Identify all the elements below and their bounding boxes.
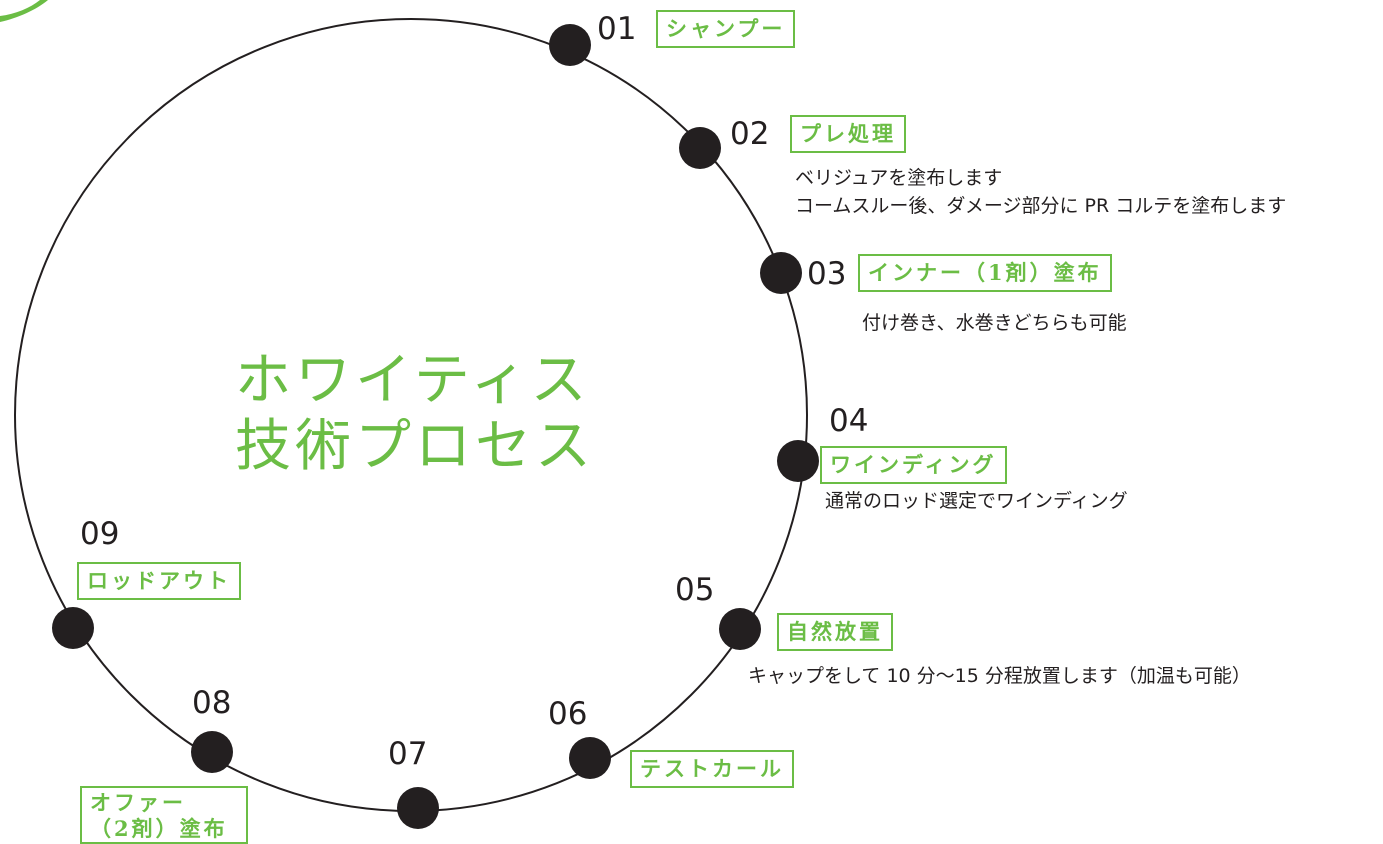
step-01-label: シャンプー (656, 10, 796, 48)
step-02-number: 02 (730, 116, 770, 152)
step-03-dot (760, 252, 802, 294)
step-09-number: 09 (80, 516, 120, 552)
step-03-number: 03 (807, 256, 847, 292)
step-09-dot (52, 607, 94, 649)
step-05-dot (719, 608, 761, 650)
step-02-desc-line-1: ベリジュアを塗布します (795, 167, 1003, 189)
diagram-title: ホワイティス 技術プロセス (235, 348, 595, 480)
step-01-dot (549, 24, 591, 66)
step-02-description: ベリジュアを塗布します コームスルー後、ダメージ部分に PR コルテを塗布します (795, 164, 1286, 220)
step-07-dot (397, 787, 439, 829)
step-09-label: ロッドアウト (77, 562, 241, 600)
step-06-dot (569, 737, 611, 779)
step-08-label: オファー （2剤）塗布 (80, 786, 248, 844)
step-02-desc-line-2: コームスルー後、ダメージ部分に PR コルテを塗布します (795, 195, 1287, 217)
step-04-label: ワインディング (820, 446, 1007, 484)
step-06-label: テストカール (630, 750, 794, 788)
step-03-label: インナー（1剤）塗布 (858, 254, 1112, 292)
leaf-decoration (0, 0, 48, 22)
step-08-number: 08 (192, 685, 232, 721)
step-01-number: 01 (597, 11, 637, 47)
step-02-label: プレ処理 (790, 115, 906, 153)
step-07-number: 07 (388, 736, 428, 772)
title-line-2: 技術プロセス (235, 414, 595, 479)
step-08-label-line-1: オファー (90, 790, 186, 815)
step-05-label: 自然放置 (777, 613, 893, 651)
step-05-number: 05 (675, 572, 715, 608)
step-06-number: 06 (548, 696, 588, 732)
step-08-dot (191, 731, 233, 773)
step-04-description: 通常のロッド選定でワインディング (825, 490, 1128, 512)
step-02-dot (679, 127, 721, 169)
step-03-description: 付け巻き、水巻きどちらも可能 (862, 312, 1127, 334)
step-04-dot (777, 440, 819, 482)
title-line-1: ホワイティス (235, 348, 591, 413)
step-04-number: 04 (829, 403, 869, 439)
step-05-description: キャップをして 10 分〜15 分程放置します（加温も可能） (748, 665, 1251, 687)
step-08-label-line-2: （2剤）塗布 (90, 816, 228, 841)
